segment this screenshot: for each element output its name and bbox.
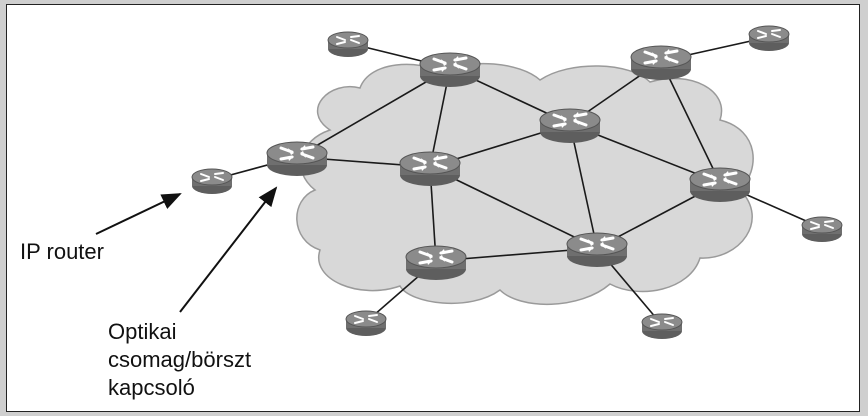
ip-router-icon bbox=[748, 25, 790, 52]
ip-router-icon bbox=[345, 310, 387, 337]
optical-switch-label-line: csomag/börszt bbox=[108, 347, 252, 372]
optical-switch-label: Optikai csomag/börszt kapcsoló bbox=[108, 318, 251, 402]
link bbox=[296, 67, 451, 158]
network-cloud bbox=[296, 62, 754, 305]
optical-switch-icon bbox=[418, 51, 482, 89]
optical-switch-label-line: kapcsoló bbox=[108, 375, 195, 400]
optical-switch-arrow bbox=[179, 186, 278, 313]
optical-switch-icon bbox=[565, 231, 629, 269]
ip-router-icon bbox=[191, 168, 233, 195]
ip-router-icon bbox=[327, 31, 369, 58]
optical-switch-icon bbox=[688, 166, 752, 204]
ip-router-icon bbox=[801, 216, 843, 243]
link bbox=[429, 166, 598, 249]
optical-switch-icon bbox=[404, 244, 468, 282]
optical-switch-icon bbox=[629, 44, 693, 82]
link bbox=[660, 60, 721, 184]
ip-router-arrow bbox=[95, 193, 182, 235]
optical-switch-icon bbox=[265, 140, 329, 178]
link bbox=[569, 123, 598, 249]
optical-switch-icon bbox=[398, 150, 462, 188]
ip-router-label: IP router bbox=[20, 239, 104, 264]
optical-switch-label-line: Optikai bbox=[108, 319, 177, 344]
optical-switch-icon bbox=[538, 107, 602, 145]
ip-router-icon bbox=[641, 313, 683, 340]
